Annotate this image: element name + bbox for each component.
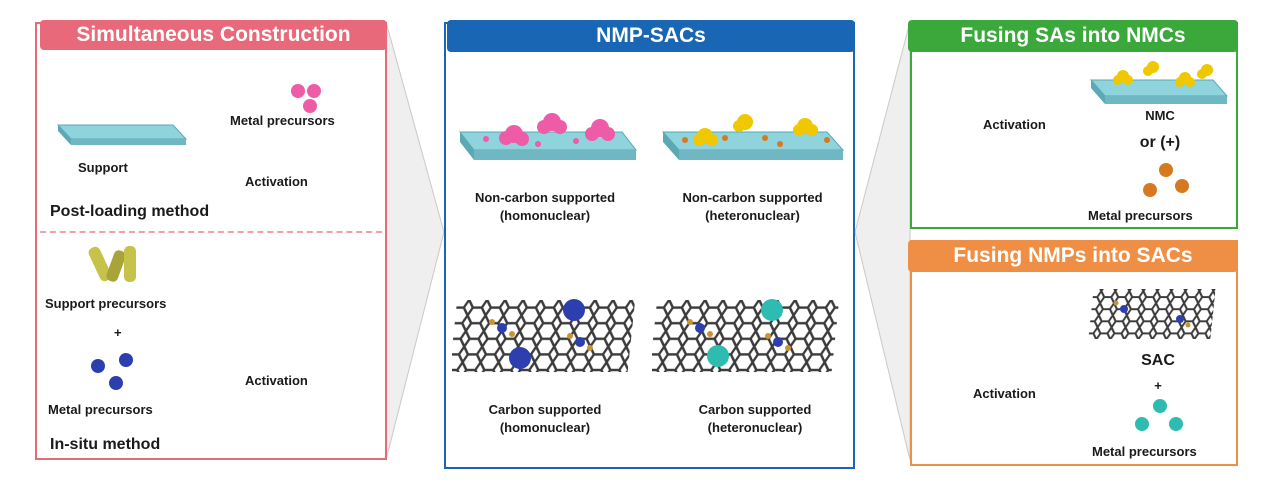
pink-metal-precursor-icon xyxy=(291,84,321,113)
simultaneous-construction-title: Simultaneous Construction xyxy=(40,20,387,50)
plus-sign-left: + xyxy=(114,325,122,340)
q3-caption-line1: Carbon supported xyxy=(488,402,602,417)
q2-caption-line2: (heteronuclear) xyxy=(705,208,800,223)
q4-caption-line2: (heteronuclear) xyxy=(707,420,803,435)
q1-caption-line2: (homonuclear) xyxy=(499,208,591,223)
support-label: Support xyxy=(78,160,128,175)
orange-metal-precursor-icon xyxy=(1143,163,1189,197)
plus-sign-right: + xyxy=(1154,378,1162,393)
non-carbon-homonuclear-image xyxy=(458,113,638,160)
method-divider xyxy=(40,231,382,233)
support-slab-icon xyxy=(56,124,188,145)
activation-label-right-top: Activation xyxy=(983,117,1046,132)
q1-caption-line1: Non-carbon supported xyxy=(474,190,616,205)
activation-label-right-bottom: Activation xyxy=(973,386,1036,401)
fusing-nmps-title: Fusing NMPs into SACs xyxy=(908,240,1238,272)
non-carbon-heteronuclear-image xyxy=(661,114,845,160)
activation-label-bottom: Activation xyxy=(245,373,308,388)
support-precursors-label: Support precursors xyxy=(45,296,167,311)
q2-caption-line1: Non-carbon supported xyxy=(682,190,823,205)
support-precursor-rods-icon xyxy=(88,246,136,282)
blue-metal-precursor-icon xyxy=(91,353,133,390)
nmc-label: NMC xyxy=(1145,108,1175,123)
nmp-sacs-title: NMP-SACs xyxy=(447,20,855,52)
right-funnel xyxy=(854,21,911,461)
in-situ-method-label: In-situ method xyxy=(50,436,161,453)
or-plus-label: or (+) xyxy=(1139,134,1181,151)
sac-graphene-icon xyxy=(1088,289,1216,339)
q3-caption-line2: (homonuclear) xyxy=(499,420,591,435)
activation-label-top: Activation xyxy=(245,174,308,189)
metal-precursors-label-bottom: Metal precursors xyxy=(48,402,153,417)
left-funnel xyxy=(385,21,445,461)
post-loading-method-label: Post-loading method xyxy=(50,203,210,220)
fusing-sas-title: Fusing SAs into NMCs xyxy=(908,20,1238,52)
carbon-homonuclear-image xyxy=(452,299,636,372)
teal-metal-precursor-icon xyxy=(1135,399,1183,431)
fusing-nmps-panel xyxy=(910,240,1238,466)
nmc-slab-icon xyxy=(1089,61,1229,104)
metal-precursors-label-right-bottom: Metal precursors xyxy=(1092,444,1197,459)
carbon-heteronuclear-image xyxy=(652,299,840,372)
sac-label: SAC xyxy=(1141,352,1175,369)
q4-caption-line1: Carbon supported xyxy=(698,402,812,417)
metal-precursors-label-top: Metal precursors xyxy=(230,113,335,128)
metal-precursors-label-right-top: Metal precursors xyxy=(1088,208,1193,223)
